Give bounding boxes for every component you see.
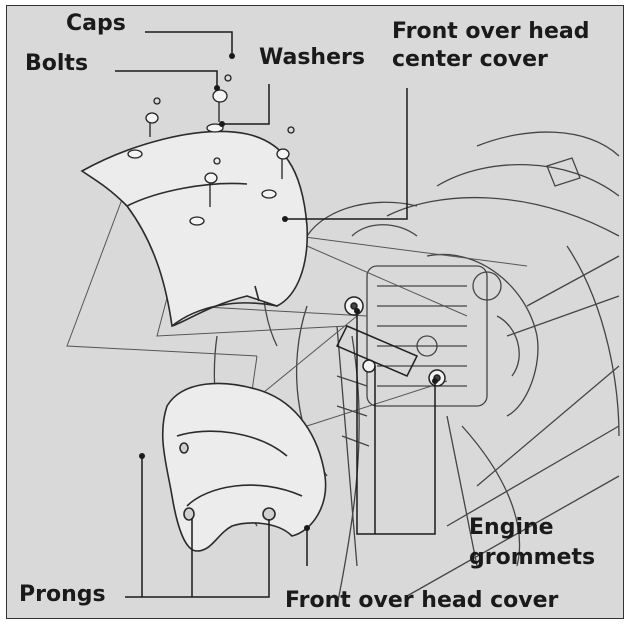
washers-label: Washers [259,45,365,70]
bolts-label: Bolts [25,51,89,76]
leader-dots [139,53,438,531]
center-cover-label-line2: center cover [392,47,548,72]
fastener-bolts [127,74,295,226]
diagram-frame: Caps Bolts Washers Front over head cente… [6,5,624,619]
front-cover-part [161,382,327,552]
engine-grommets-label-line1: Engine [469,515,554,540]
center-cover-label-line1: Front over head [392,19,590,44]
caps-label: Caps [66,11,126,36]
exploded-view-drawing [66,31,620,607]
front-cover-label: Front over head cover [285,588,559,613]
engine-grommets-label-line2: grommets [469,545,596,570]
center-cover-part [80,130,308,328]
prongs-label: Prongs [19,582,106,607]
leader-lines [115,31,436,598]
